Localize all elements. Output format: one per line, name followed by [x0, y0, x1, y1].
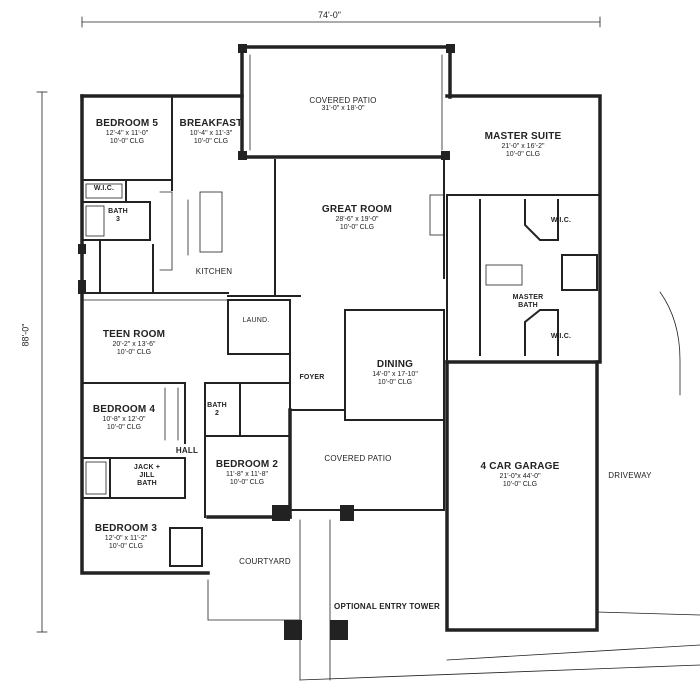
room-size: 12'-0" x 11'-2": [104, 534, 148, 542]
room-breakfast: BREAKFAST 10'-4" x 11'-3" 10'-0" CLG: [180, 118, 243, 146]
room-name-line-2: JILL: [139, 472, 155, 480]
room-name: BREAKFAST: [179, 118, 243, 129]
room-name: BATH: [207, 402, 227, 409]
room-ceiling: 10'-0" CLG: [229, 478, 265, 486]
room-ceiling: 10'-0" CLG: [193, 137, 229, 145]
room-name: 4 CAR GARAGE: [480, 461, 560, 472]
room-covered-patio-middle: COVERED PATIO: [324, 454, 391, 463]
room-name: COURTYARD: [239, 557, 291, 566]
room-covered-patio-top: COVERED PATIO 31'-0" x 18'-0": [309, 96, 376, 113]
room-number: 3: [115, 216, 121, 224]
room-ceiling: 10'-0" CLG: [505, 150, 541, 158]
room-bath-3: BATH 3: [108, 208, 128, 224]
room-ceiling: 10'-0" CLG: [339, 223, 375, 231]
room-wic-bedroom-5: W.I.C.: [94, 185, 114, 193]
room-ceiling: 10'-0" CLG: [502, 480, 538, 488]
room-name: BEDROOM 4: [92, 404, 156, 415]
room-jack-jill-bath: JACK + JILL BATH: [134, 464, 160, 488]
room-name: HALL: [175, 446, 199, 455]
room-hall: HALL: [176, 446, 198, 455]
room-great-room: GREAT ROOM 28'-6" x 19'-0" 10'-0" CLG: [322, 204, 392, 232]
columns: [78, 44, 455, 640]
dimension-lines: [36, 16, 601, 633]
room-name: JACK +: [133, 464, 161, 471]
room-ceiling: 10'-0" CLG: [109, 137, 145, 145]
room-wic-master-2: W.I.C.: [551, 333, 571, 341]
room-ceiling: 10'-0" CLG: [108, 542, 144, 550]
room-size: 21'-0"x 44'-0": [499, 472, 541, 480]
room-dining: DINING 14'-0" x 17-10" 10'-0" CLG: [372, 359, 418, 387]
room-name: GREAT ROOM: [321, 204, 393, 215]
room-kitchen: KITCHEN: [196, 267, 233, 276]
area-courtyard: COURTYARD: [239, 557, 291, 566]
room-name: W.I.C.: [550, 333, 572, 340]
room-name: DRIVEWAY: [608, 471, 652, 480]
area-optional-entry-tower: OPTIONAL ENTRY TOWER: [334, 602, 440, 611]
room-name-line-2: BATH: [518, 302, 538, 310]
room-name: BEDROOM 3: [94, 523, 158, 534]
room-name: MASTER: [512, 294, 544, 301]
room-name: TEEN ROOM: [102, 329, 166, 340]
room-bedroom-2: BEDROOM 2 11'-8" x 11'-8" 10'-0" CLG: [216, 459, 278, 487]
room-size: 10'-4" x 11'-3": [189, 129, 233, 137]
depth-dimension: 88'-0": [20, 323, 31, 347]
room-ceiling: 10'-0" CLG: [116, 348, 152, 356]
room-bedroom-3: BEDROOM 3 12'-0" x 11'-2" 10'-0" CLG: [95, 523, 157, 551]
room-name: W.I.C.: [93, 185, 115, 192]
room-wic-master-1: W.I.C.: [551, 217, 571, 225]
area-driveway: DRIVEWAY: [608, 471, 651, 480]
room-name: BEDROOM 2: [215, 459, 279, 470]
room-size: 20'-2" x 13'-6": [112, 340, 156, 348]
room-name-line-3: BATH: [137, 480, 157, 488]
room-size: 14'-0" x 17-10": [372, 370, 418, 378]
room-name: BATH: [108, 208, 128, 215]
room-name: LAUND.: [242, 317, 270, 324]
room-name: COVERED PATIO: [309, 96, 377, 105]
room-name: BEDROOM 5: [95, 118, 159, 129]
width-dimension: 74'-0": [318, 10, 341, 20]
room-size: 12'-4" x 11'-0": [105, 129, 149, 137]
fixtures: [81, 54, 700, 681]
room-master-suite: MASTER SUITE 21'-0" x 16'-2" 10'-0" CLG: [485, 131, 562, 159]
room-size: 28'-6" x 19'-0": [335, 215, 379, 223]
room-name: KITCHEN: [195, 267, 233, 276]
room-bedroom-4: BEDROOM 4 10'-8" x 12'-0" 10'-0" CLG: [93, 404, 155, 432]
room-bedroom-5: BEDROOM 5 12'-4" x 11'-0" 10'-0" CLG: [96, 118, 158, 146]
room-ceiling: 10'-0" CLG: [106, 423, 142, 431]
room-size: 21'-0" x 16'-2": [501, 142, 545, 150]
room-bath-2: BATH 2: [207, 402, 227, 418]
room-teen-room: TEEN ROOM 20'-2" x 13'-6" 10'-0" CLG: [103, 329, 165, 357]
room-name: MASTER SUITE: [484, 131, 562, 142]
room-name: DINING: [376, 359, 414, 370]
room-number: 2: [214, 410, 220, 418]
room-laundry: LAUND.: [243, 317, 270, 325]
room-foyer: FOYER: [299, 374, 324, 382]
room-name: W.I.C.: [550, 217, 572, 224]
room-name: COVERED PATIO: [324, 454, 392, 463]
room-size: 11'-8" x 11'-8": [225, 470, 268, 478]
room-name: OPTIONAL ENTRY TOWER: [334, 602, 440, 611]
room-size: 10'-8" x 12'-0": [102, 415, 146, 423]
room-ceiling: 10'-0" CLG: [377, 378, 413, 386]
room-name: FOYER: [299, 374, 325, 381]
room-master-bath: MASTER BATH: [513, 294, 544, 310]
room-four-car-garage: 4 CAR GARAGE 21'-0"x 44'-0" 10'-0" CLG: [480, 461, 559, 489]
room-size: 31'-0" x 18'-0": [321, 105, 365, 113]
